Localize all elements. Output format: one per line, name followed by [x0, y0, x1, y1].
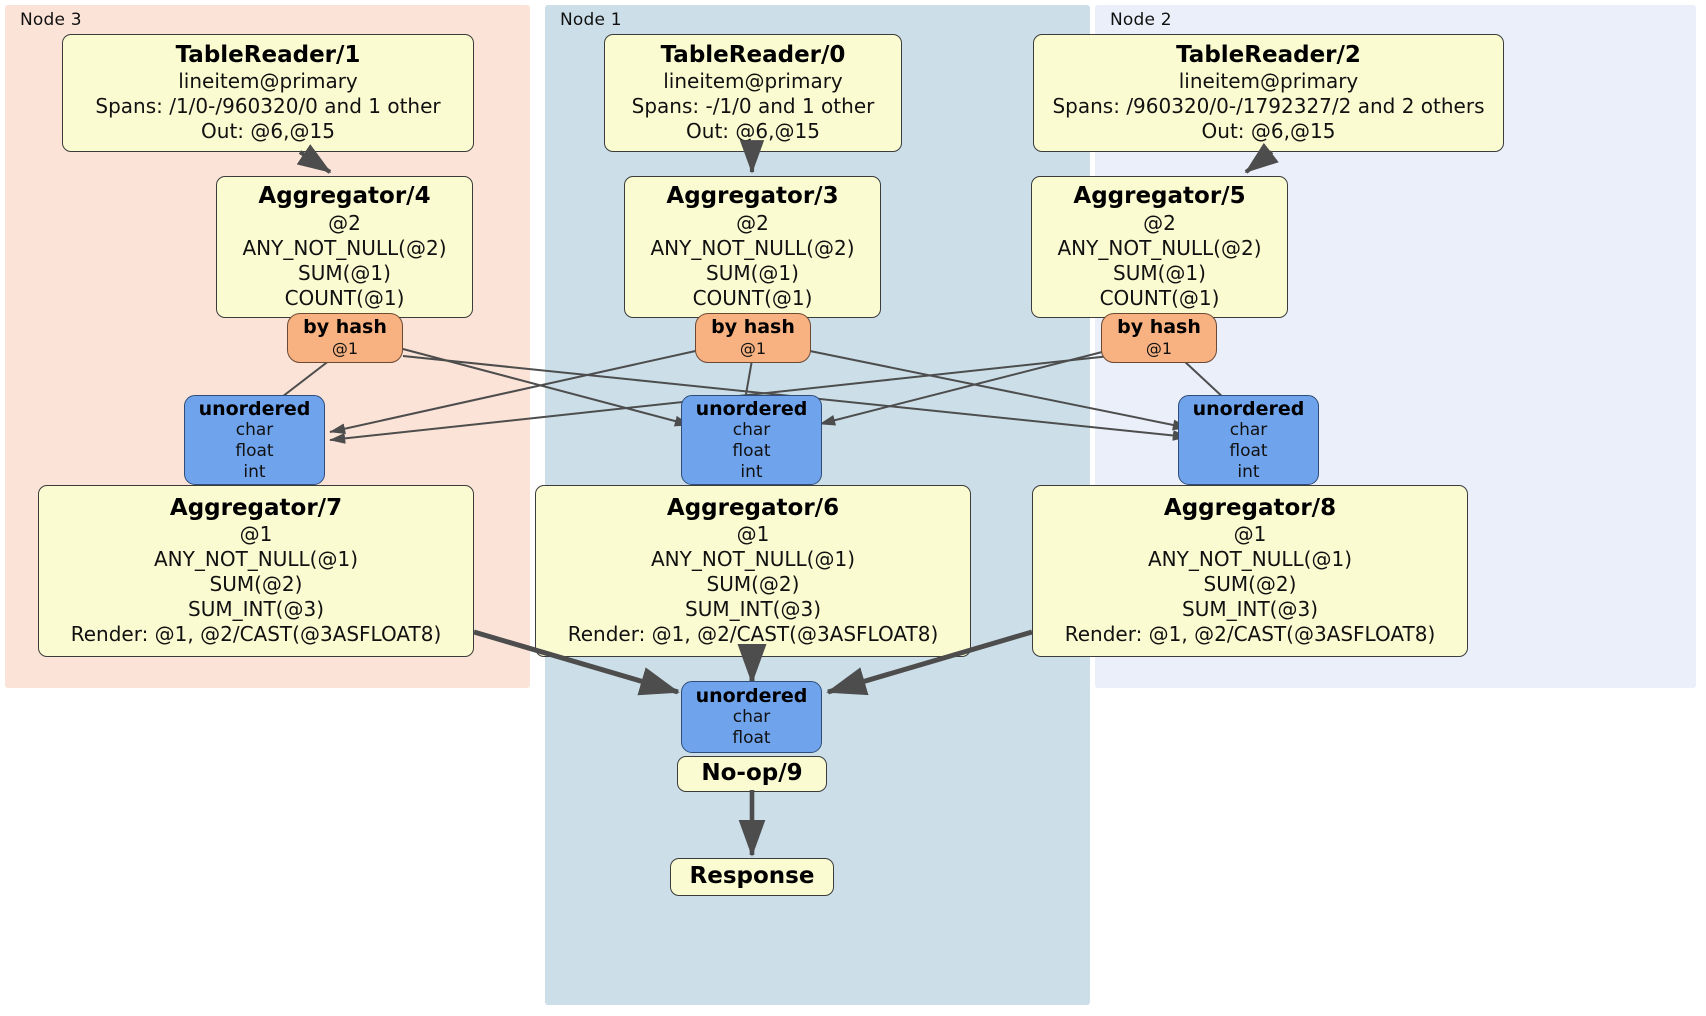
processor-detail: COUNT(@1)	[1099, 285, 1220, 310]
processor-detail: Spans: /1/0-/960320/0 and 1 other	[95, 94, 441, 119]
router-by-hash-node3[interactable]: by hash @1	[287, 313, 403, 363]
processor-title: TableReader/0	[660, 41, 846, 68]
synchronizer-type: int	[243, 461, 266, 482]
processor-aggregator-6[interactable]: Aggregator/6 @1 ANY_NOT_NULL(@1) SUM(@2)…	[535, 485, 971, 657]
synchronizer-title: unordered	[695, 685, 808, 708]
processor-detail: lineitem@primary	[1178, 69, 1359, 94]
processor-response[interactable]: Response	[670, 858, 834, 896]
processor-detail: lineitem@primary	[663, 69, 843, 94]
synchronizer-unordered-node2[interactable]: unordered char float int	[1178, 395, 1319, 485]
synchronizer-type: char	[235, 420, 274, 441]
processor-title: Response	[689, 863, 815, 890]
processor-title: No-op/9	[701, 760, 803, 787]
processor-detail: Spans: -/1/0 and 1 other	[631, 94, 875, 119]
synchronizer-type: float	[732, 728, 771, 749]
processor-detail: @1	[239, 522, 273, 547]
synchronizer-title: unordered	[1192, 397, 1305, 420]
synchronizer-type: char	[732, 420, 771, 441]
processor-title: Aggregator/8	[1163, 494, 1337, 521]
processor-detail: @2	[328, 210, 361, 235]
synchronizer-unordered-node1[interactable]: unordered char float int	[681, 395, 822, 485]
processor-detail: Render: @1, @2/CAST(@3ASFLOAT8)	[1064, 622, 1436, 647]
synchronizer-type: float	[235, 440, 274, 461]
router-by-hash-node2[interactable]: by hash @1	[1101, 313, 1217, 363]
synchronizer-unordered-final[interactable]: unordered char float	[681, 681, 822, 753]
processor-detail: Render: @1, @2/CAST(@3ASFLOAT8)	[567, 622, 939, 647]
node-panel-label-node2: Node 2	[1110, 10, 1172, 30]
synchronizer-type: char	[732, 707, 771, 728]
processor-detail: COUNT(@1)	[692, 285, 813, 310]
processor-detail: ANY_NOT_NULL(@2)	[242, 235, 447, 260]
processor-detail: SUM(@2)	[209, 572, 303, 597]
processor-aggregator-5[interactable]: Aggregator/5 @2 ANY_NOT_NULL(@2) SUM(@1)…	[1031, 176, 1288, 318]
processor-detail: ANY_NOT_NULL(@1)	[154, 547, 358, 572]
processor-aggregator-4[interactable]: Aggregator/4 @2 ANY_NOT_NULL(@2) SUM(@1)…	[216, 176, 473, 318]
processor-detail: Out: @6,@15	[1201, 119, 1336, 144]
processor-title: Aggregator/3	[666, 183, 839, 210]
processor-aggregator-7[interactable]: Aggregator/7 @1 ANY_NOT_NULL(@1) SUM(@2)…	[38, 485, 474, 657]
processor-title: Aggregator/4	[258, 183, 431, 210]
processor-detail: Spans: /960320/0-/1792327/2 and 2 others	[1052, 94, 1485, 119]
router-title: by hash	[711, 316, 795, 339]
processor-detail: @2	[1143, 210, 1176, 235]
synchronizer-unordered-node3[interactable]: unordered char float int	[184, 395, 325, 485]
synchronizer-title: unordered	[695, 397, 808, 420]
synchronizer-type: int	[740, 461, 763, 482]
processor-detail: @1	[1233, 522, 1267, 547]
node-panel-label-node3: Node 3	[20, 10, 82, 30]
synchronizer-type: char	[1229, 420, 1268, 441]
processor-detail: @2	[736, 210, 769, 235]
processor-aggregator-8[interactable]: Aggregator/8 @1 ANY_NOT_NULL(@1) SUM(@2)…	[1032, 485, 1468, 657]
router-detail: @1	[331, 339, 359, 359]
node-panel-label-node1: Node 1	[560, 10, 622, 30]
router-detail: @1	[1145, 339, 1173, 359]
synchronizer-type: float	[732, 440, 771, 461]
processor-aggregator-3[interactable]: Aggregator/3 @2 ANY_NOT_NULL(@2) SUM(@1)…	[624, 176, 881, 318]
processor-detail: @1	[736, 522, 770, 547]
processor-detail: Out: @6,@15	[686, 119, 820, 144]
router-by-hash-node1[interactable]: by hash @1	[695, 313, 811, 363]
processor-detail: Out: @6,@15	[201, 119, 335, 144]
processor-title: TableReader/1	[175, 41, 361, 68]
processor-detail: SUM_INT(@3)	[188, 597, 324, 622]
processor-detail: SUM_INT(@3)	[1182, 597, 1318, 622]
processor-tablereader-1[interactable]: TableReader/1 lineitem@primary Spans: /1…	[62, 34, 474, 152]
processor-detail: SUM(@1)	[298, 260, 391, 285]
router-detail: @1	[739, 339, 767, 359]
processor-detail: ANY_NOT_NULL(@2)	[1057, 235, 1262, 260]
processor-detail: SUM_INT(@3)	[685, 597, 821, 622]
synchronizer-type: float	[1229, 440, 1268, 461]
processor-title: TableReader/2	[1176, 41, 1361, 68]
processor-detail: ANY_NOT_NULL(@1)	[1148, 547, 1352, 572]
processor-title: Aggregator/6	[666, 494, 840, 521]
router-title: by hash	[1117, 316, 1201, 339]
processor-noop-9[interactable]: No-op/9	[677, 756, 827, 792]
processor-detail: SUM(@1)	[1113, 260, 1206, 285]
router-title: by hash	[303, 316, 387, 339]
processor-title: Aggregator/7	[169, 494, 343, 521]
processor-detail: ANY_NOT_NULL(@2)	[650, 235, 855, 260]
processor-detail: COUNT(@1)	[284, 285, 405, 310]
processor-detail: SUM(@1)	[706, 260, 799, 285]
processor-title: Aggregator/5	[1073, 183, 1246, 210]
synchronizer-type: int	[1237, 461, 1260, 482]
synchronizer-title: unordered	[198, 397, 311, 420]
processor-detail: SUM(@2)	[1203, 572, 1297, 597]
processor-tablereader-2[interactable]: TableReader/2 lineitem@primary Spans: /9…	[1033, 34, 1504, 152]
processor-detail: ANY_NOT_NULL(@1)	[651, 547, 855, 572]
processor-tablereader-0[interactable]: TableReader/0 lineitem@primary Spans: -/…	[604, 34, 902, 152]
processor-detail: SUM(@2)	[706, 572, 800, 597]
processor-detail: Render: @1, @2/CAST(@3ASFLOAT8)	[70, 622, 442, 647]
processor-detail: lineitem@primary	[178, 69, 358, 94]
